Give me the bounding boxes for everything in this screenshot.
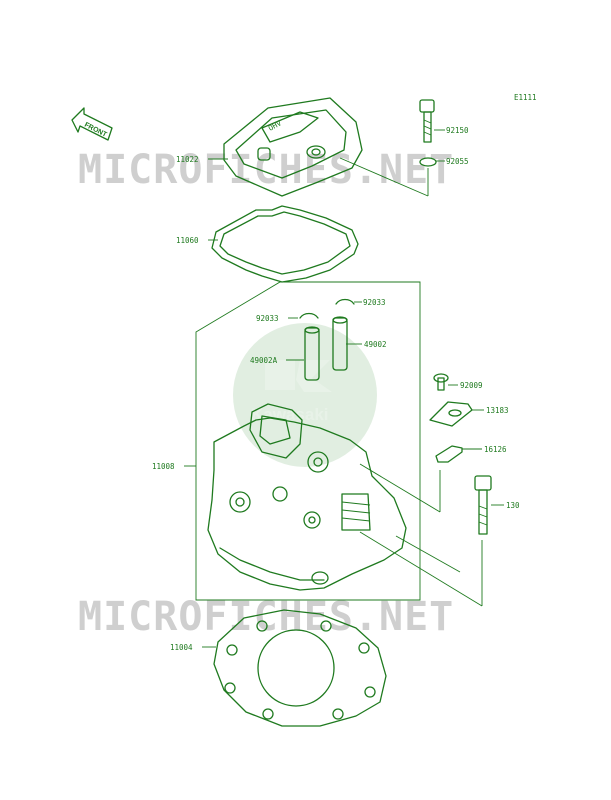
label-11022: 11022 bbox=[176, 155, 199, 164]
label-130: 130 bbox=[506, 501, 520, 510]
label-49002: 49002 bbox=[364, 340, 387, 349]
leader-lines bbox=[184, 129, 504, 648]
cap-16126 bbox=[435, 445, 463, 463]
diagram-code: E1111 bbox=[514, 93, 537, 102]
screw-92009 bbox=[433, 373, 449, 391]
gasket-11060 bbox=[211, 205, 359, 283]
label-49002a: 49002A bbox=[250, 356, 278, 365]
valve-guide-49002a bbox=[304, 326, 320, 381]
bolt-92150 bbox=[419, 99, 435, 143]
front-arrow-icon: FRONT bbox=[71, 107, 113, 141]
label-11008: 11008 bbox=[152, 462, 175, 471]
assembly-box bbox=[195, 281, 421, 601]
kawasaki-logo: Kawasaki bbox=[233, 323, 377, 467]
label-92033-b: 92033 bbox=[363, 298, 386, 307]
cylinder-head bbox=[207, 403, 407, 591]
bolt-130 bbox=[474, 475, 492, 535]
label-92150: 92150 bbox=[446, 126, 469, 135]
retainer-92033-a bbox=[299, 312, 319, 319]
label-92033-a: 92033 bbox=[256, 314, 279, 323]
label-13183: 13183 bbox=[486, 406, 509, 415]
label-16126: 16126 bbox=[484, 445, 507, 454]
watermark-top: MICROFICHES.NET bbox=[78, 147, 454, 193]
base-gasket-11004 bbox=[213, 609, 387, 727]
label-92009: 92009 bbox=[460, 381, 483, 390]
oring-92055 bbox=[419, 157, 437, 167]
label-11060: 11060 bbox=[176, 236, 199, 245]
label-11004: 11004 bbox=[170, 643, 193, 652]
logo-text: Kawasaki bbox=[251, 405, 329, 424]
retainer-92033-b bbox=[335, 298, 355, 305]
gasket-13183 bbox=[429, 401, 473, 427]
label-92055: 92055 bbox=[446, 157, 469, 166]
watermark-bottom: MICROFICHES.NET bbox=[78, 594, 454, 640]
